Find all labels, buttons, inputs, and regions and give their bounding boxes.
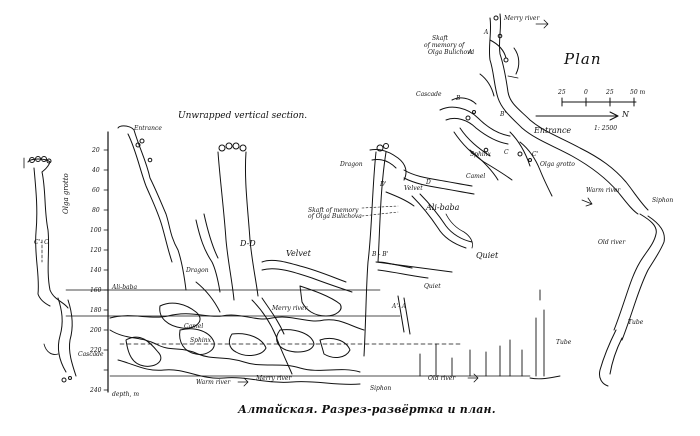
entrance-section-shape (117, 125, 187, 291)
label-siphon-section: Siphon (370, 385, 392, 392)
label-tube-plan: Tube (628, 319, 644, 326)
depth-tick-180: 180 (90, 307, 102, 314)
section-title: Unwrapped vertical section. (178, 111, 308, 121)
label-quiet-section: Quiet (424, 283, 441, 290)
label-dragon-section: Dragon (186, 267, 209, 274)
plan-main-passage (488, 13, 665, 387)
lower-cave-body (43, 281, 365, 385)
tube-section-shape (419, 289, 561, 380)
label-ali-baba-section: Ali-baba (112, 284, 138, 291)
depth-tick-140: 140 (90, 267, 102, 274)
label-merry-river-section: Merry river (272, 305, 308, 312)
depth-tick-80: 80 (92, 207, 100, 214)
letter-c2: C' (532, 151, 539, 158)
label-warm-river-plan: Warm river (586, 187, 621, 194)
section-level-lines (65, 289, 531, 377)
label-dragon-plan: Dragon (340, 161, 363, 168)
label-skaft-plan: Skaft (432, 35, 448, 42)
plan-side-passages (369, 15, 553, 249)
north-label: N (622, 110, 629, 119)
label-velvet-plan: Velvet (404, 185, 423, 192)
label-cascade-section: Cascade (78, 351, 104, 358)
scale-tick-25a: 25 (558, 89, 566, 96)
label-of-memory-plan: of memory of (424, 42, 465, 49)
label-velvet-section: Velvet (286, 249, 311, 258)
label-olga-grotto-plan: Olga grotto (540, 161, 575, 168)
label-quiet-plan: Quiet (476, 251, 499, 260)
label-merry-river-section-lower: Merry river (256, 375, 292, 382)
label-sphinx-plan: Sphinx (470, 151, 491, 158)
dd-shaft-shape (217, 142, 259, 301)
label-entrance-plan: Entrance (534, 126, 572, 135)
scale-tick-25b: 25 (606, 89, 614, 96)
scale-tick-0: 0 (584, 89, 588, 96)
letter-c: C (504, 149, 509, 156)
label-old-river-section: Old river (428, 375, 456, 382)
scale-ratio: 1: 2500 (594, 125, 618, 132)
label-camel-plan: Camel (466, 173, 486, 180)
quiet-section-shape (375, 261, 453, 335)
depth-tick-100: 100 (90, 227, 102, 234)
letter-d2: D' (380, 181, 387, 188)
label-merry-river-plan: Merry river (504, 15, 540, 22)
label-siphon-plan: Siphon (652, 197, 674, 204)
label-warm-river-section: Warm river (196, 379, 231, 386)
depth-tick-60: 60 (92, 187, 100, 194)
scale-tick-50: 50 m (630, 89, 646, 96)
depth-axis (103, 131, 109, 393)
depth-axis-label: depth, m (112, 391, 140, 398)
label-old-river-plan: Old river (598, 239, 626, 246)
letter-b: B (456, 95, 461, 102)
olga-grotto-section-shape (23, 156, 69, 309)
label-bb-section: B - B' (372, 251, 389, 258)
letter-b2: B' (500, 111, 507, 118)
letter-a: A (484, 29, 489, 36)
label-entrance-section: Entrance (134, 125, 162, 132)
depth-tick-220: 220 (90, 347, 102, 354)
bb-shaft-shape (363, 143, 413, 357)
letter-a2: A' (468, 49, 474, 56)
label-dd-section: D-D (240, 239, 256, 248)
plan-title: Plan (564, 50, 602, 68)
label-cascade-plan: Cascade (416, 91, 442, 98)
depth-tick-160: 160 (90, 287, 102, 294)
figure-caption: Алтайская. Разрез-развёртка и план. (238, 403, 496, 416)
label-tube-section: Tube (556, 339, 572, 346)
letter-d: D (426, 179, 431, 186)
depth-tick-200: 200 (90, 327, 102, 334)
plan-connectors (361, 205, 399, 217)
depth-tick-240: 240 (90, 387, 102, 394)
label-camel-section: Camel (184, 323, 204, 330)
velvet-section-shape (261, 259, 353, 317)
depth-tick-120: 120 (90, 247, 102, 254)
depth-tick-40: 40 (92, 167, 100, 174)
label-skaft-memory-mid: Skaft of memory of Olga Bulichova (308, 207, 362, 220)
label-sphinx-section: Sphinx (190, 337, 211, 344)
label-aa-section: A'- A (392, 303, 407, 310)
dragon-shaft-shape (195, 213, 221, 293)
label-cc-section: C'- C (34, 239, 49, 246)
label-olga-plan: Olga Bulichova (428, 49, 475, 56)
depth-tick-20: 20 (92, 147, 100, 154)
plan-north-scale (535, 97, 637, 121)
label-olga-grotto-section: Olga grotto (62, 173, 70, 214)
label-ali-baba-plan: Ali-baba (426, 203, 460, 212)
plan-arrows (237, 19, 593, 387)
